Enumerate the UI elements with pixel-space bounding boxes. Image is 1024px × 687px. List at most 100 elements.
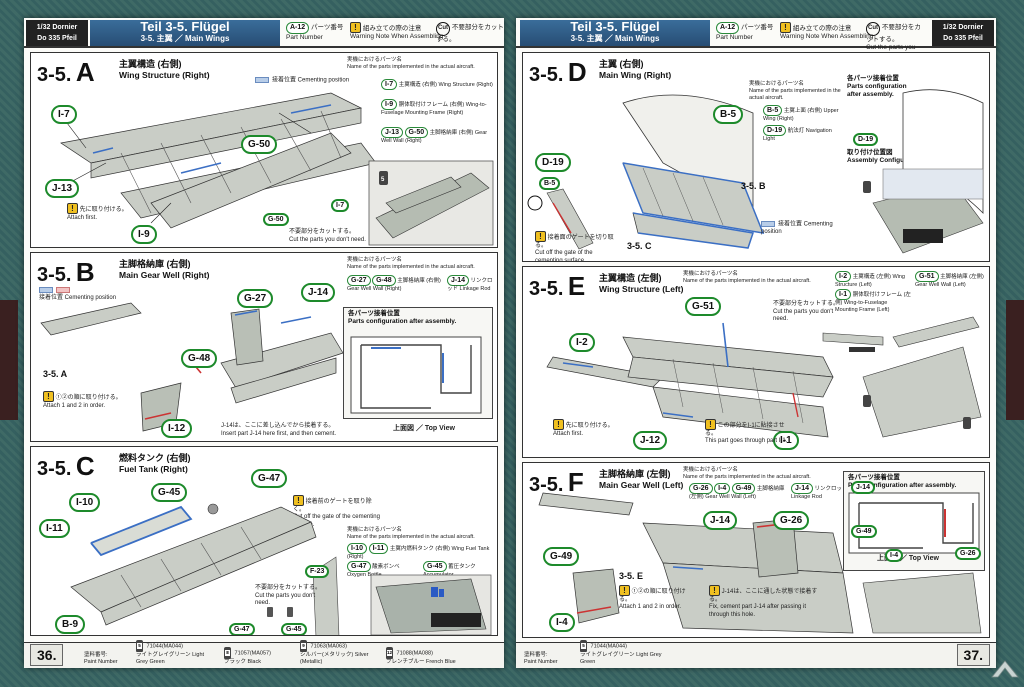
cut-icon: Cut	[866, 22, 880, 36]
legend-cut-jp: 不要部分をカットする。	[866, 24, 921, 43]
part-en: Gear Well Wall (Left)	[705, 494, 756, 500]
parts-legend-en: Name of the parts implemented in the act…	[749, 88, 841, 101]
heading-en: Wing Structure (Left)	[599, 284, 684, 294]
order-note: ! ①②の順に取り付ける。 Attach 1 and 2 in order.	[619, 585, 693, 612]
part-jp: 主脚格納庫 (右側)	[397, 278, 441, 284]
paint-swatch: 8 71057(MA057) ブラック Black	[224, 646, 294, 666]
page-header: Teil 3-5. Flügel 3-5. 主翼 ／ Main Wings A-…	[516, 18, 996, 59]
warning-icon: !	[535, 231, 546, 242]
cut-note: 不要部分をカットする。 Cut the parts you don't need…	[773, 301, 843, 324]
step-3-5-e: 3-5. E 主翼構造 (左側) Wing Structure (Left) 実…	[522, 266, 990, 458]
note-jp: 先に取り付ける。	[79, 207, 128, 213]
section-title: Teil 3-5. Flügel 3-5. 主翼 ／ Main Wings	[90, 20, 280, 46]
attach-first-note: ! 先に取り付ける。 Attach first.	[553, 419, 623, 438]
paint-en: Light Grey Green	[136, 652, 205, 665]
note-jp: J-14は、ここに差し込んでから接着する。	[221, 423, 335, 429]
inset-title-en: Parts configuration after assembly.	[848, 482, 957, 489]
paint-code: 71044(MA044)	[590, 643, 627, 650]
note-en: Attach first.	[553, 430, 584, 437]
step-label: 3-5. E	[529, 271, 585, 302]
part-jp: 主脚格納庫 (左側)	[689, 486, 785, 500]
parts-legend: 実機におけるパーツ名 Name of the parts implemented…	[683, 271, 833, 285]
callout-part: G-26	[773, 511, 810, 530]
step-3-5-a: 3-5. A 主翼構造 (右側) Wing Structure (Right) …	[30, 52, 498, 248]
title-sub: 3-5. 主翼 ／ Main Wings	[570, 34, 660, 43]
cementing-text: 接着位置 Cementing position	[39, 295, 117, 302]
step-label: 3-5. D	[529, 57, 587, 88]
callout-part: G-26	[955, 547, 981, 560]
title-main: Teil 3-5. Flügel	[570, 19, 660, 34]
model-line-1: 1/32 Dornier	[36, 24, 78, 31]
step-heading: 主脚格納庫 (左側) Main Gear Well (Left)	[599, 469, 683, 491]
callout-part: I-4	[885, 549, 904, 562]
part-jp: 航法灯	[787, 128, 805, 134]
parts-legend-en: Name of the parts implemented in the act…	[683, 474, 811, 480]
paint-label-jp: 塗料番号:	[84, 652, 108, 658]
parts-legend: 実機におけるパーツ名 Name of the parts implemented…	[683, 467, 833, 481]
part-code: I-11	[368, 543, 389, 554]
part-en: Gear Well Wall (Right)	[381, 130, 488, 144]
warning-icon: !	[780, 22, 791, 33]
step-number: 3-5.	[37, 458, 72, 480]
paint-en: Light Grey Green	[580, 652, 662, 665]
note-en: Cut the parts you don't need.	[773, 308, 834, 323]
callout-part: G-50	[241, 135, 278, 154]
paint-en: Silver (Metallic)	[300, 652, 369, 665]
wing-structure-left-drawing	[546, 316, 982, 438]
paint-jp: ライトグレイグリーン	[136, 652, 191, 658]
note-en: This part goes through part I-1.	[705, 438, 788, 444]
cut-icon	[527, 195, 543, 211]
part-entry: I-9 胴体取付けフレーム (右側) Wing-to-Fuselage Moun…	[381, 99, 493, 117]
callout-part: G-49	[851, 525, 877, 538]
note-jp: 不要部分をカットする。	[255, 585, 322, 591]
part-en: Navigation Light	[763, 128, 832, 142]
legend-part-number: A-12 パーツ番号 Part Number	[286, 22, 343, 42]
step-letter: D	[567, 57, 587, 87]
part-jp: 酸素ボンベ	[372, 564, 400, 570]
note-jp: ①②の順に取り付ける。	[55, 395, 122, 401]
part-en: Linkage Rod	[459, 286, 491, 292]
legend-part-pill: A-12	[286, 22, 310, 34]
step-letter: C	[75, 451, 95, 481]
paint-bottle-icon: 9	[300, 640, 307, 652]
step-number: 3-5.	[529, 64, 564, 86]
part-en: Gear Well Wall (Left)	[915, 282, 966, 288]
part-jp: リンクロッド	[814, 486, 848, 492]
part-jp: 主翼構造 (右側)	[398, 82, 437, 88]
inset-title-jp: 各パーツ接着位置	[847, 75, 899, 82]
legend-warn-en: Warning Note When Assembling	[780, 33, 874, 40]
paint-label-jp: 塗料番号:	[524, 652, 548, 658]
callout-part: I-10	[69, 493, 101, 512]
callout-part: G-51	[685, 297, 722, 316]
paint-bottle-icon: 12	[386, 646, 393, 659]
step-3-5-b: 3-5. B 主脚格納庫 (右側) Main Gear Well (Right)…	[30, 252, 498, 442]
binding-edge-left	[0, 300, 18, 420]
note-jp: J-14は、ここに通した状態で接着する。	[709, 589, 818, 603]
heading-jp: 主脚格納庫 (右側)	[119, 259, 191, 269]
model-line-2: Do 335 Pfeil	[943, 35, 983, 42]
paint-number: 12	[387, 649, 393, 656]
warning-icon: !	[553, 419, 564, 430]
inset-title: 取り付け位置図 Assembly Configuration	[847, 149, 927, 165]
cementing-legend: 接着位置 Cementing position	[761, 221, 853, 237]
part-entry: B-5 主翼上面 (右側) Upper Wing (Right)	[763, 105, 843, 123]
page-number: 36.	[30, 644, 64, 666]
parts-legend: 実機におけるパーツ名 Name of the parts implemented…	[749, 81, 849, 102]
note-jp: 先に取り付ける。	[565, 423, 614, 429]
heading-en: Wing Structure (Right)	[119, 70, 210, 80]
note-jp: 接着面のゲートを切り取る。	[535, 235, 614, 249]
paint-number-label: 塗料番号: Paint Number	[524, 652, 574, 665]
callout-part: J-14	[301, 283, 336, 302]
callout-part: G-45	[281, 623, 307, 635]
step-heading: 主翼 (右側) Main Wing (Right)	[599, 59, 671, 81]
callout-part: B-5	[713, 105, 744, 124]
step-heading: 主脚格納庫 (右側) Main Gear Well (Right)	[119, 259, 210, 281]
heading-en: Main Wing (Right)	[599, 70, 672, 80]
step-heading: 主翼構造 (左側) Wing Structure (Left)	[599, 273, 683, 295]
paint-swatch: 5 71044(MA044) ライトグレイグリーン Light Grey Gre…	[136, 640, 216, 665]
paint-jp: フレンチブルー	[386, 658, 425, 665]
callout-part: I-9	[131, 225, 157, 244]
cut-note: 不要部分をカットする。 Cut the parts you don't need…	[289, 229, 369, 244]
heading-en: Main Gear Well (Right)	[119, 270, 210, 280]
paint-bottle-icon: 5	[580, 640, 587, 652]
